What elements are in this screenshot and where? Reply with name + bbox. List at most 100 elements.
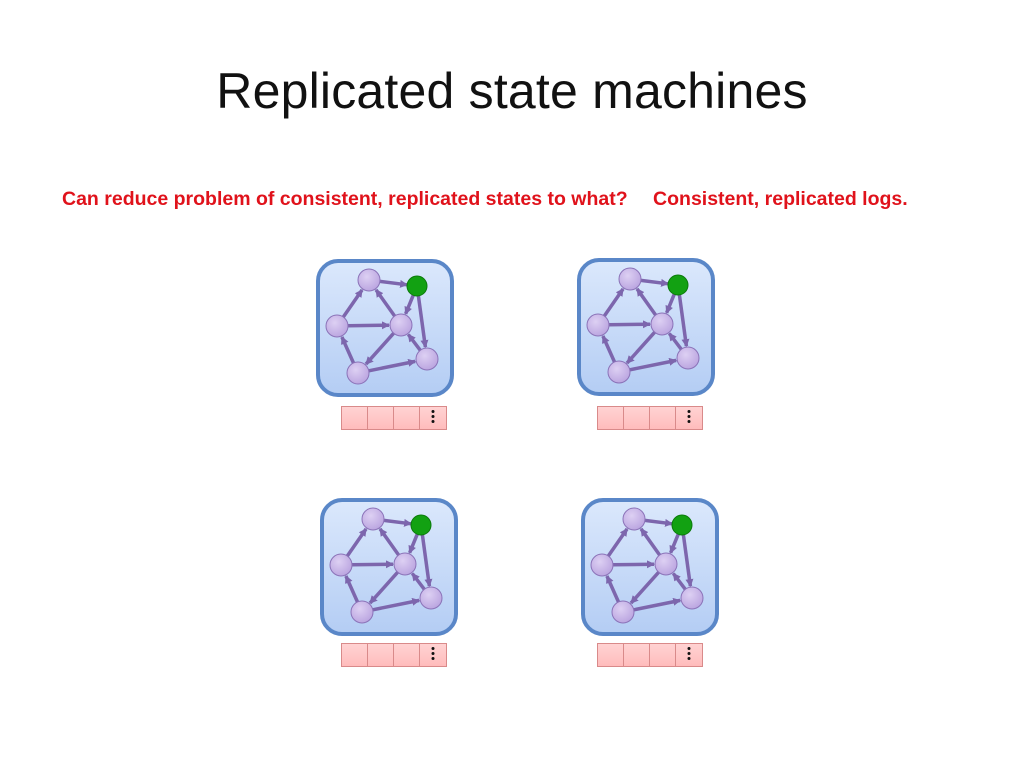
state-node xyxy=(618,267,642,291)
transition-arrow xyxy=(378,527,401,557)
state-node xyxy=(586,313,610,337)
transition-arrow xyxy=(668,533,680,554)
log-4 xyxy=(597,643,703,667)
state-machine-3 xyxy=(319,497,459,637)
current-state-node xyxy=(671,514,693,536)
log-entry xyxy=(598,407,624,429)
transition-arrow xyxy=(633,597,682,612)
log-entry xyxy=(368,644,394,666)
state-node xyxy=(389,313,413,337)
state-node xyxy=(419,586,443,610)
transition-arrow xyxy=(368,358,417,373)
log-entry xyxy=(342,407,368,429)
state-node xyxy=(415,347,439,371)
transition-arrow xyxy=(602,287,625,317)
state-node xyxy=(654,552,678,576)
transition-arrow xyxy=(639,527,662,557)
state-node xyxy=(622,507,646,531)
current-state-node xyxy=(410,514,432,536)
state-machine-2 xyxy=(576,257,716,397)
log-entry xyxy=(624,407,650,429)
transition-arrow xyxy=(383,518,413,527)
state-node xyxy=(611,600,635,624)
log-more xyxy=(420,644,446,666)
transition-arrow xyxy=(625,331,657,365)
current-state-node xyxy=(406,275,428,297)
transition-arrow xyxy=(605,575,621,603)
transition-arrow xyxy=(612,560,655,569)
transition-arrow xyxy=(351,560,394,569)
log-entry xyxy=(342,644,368,666)
slide-title: Replicated state machines xyxy=(216,63,808,119)
log-3 xyxy=(341,643,447,667)
transition-arrow xyxy=(416,295,429,349)
state-node xyxy=(676,346,700,370)
transition-arrow xyxy=(671,572,687,591)
log-entry xyxy=(394,407,420,429)
log-entry xyxy=(650,644,676,666)
transition-arrow xyxy=(601,335,617,363)
transition-arrow xyxy=(379,279,409,288)
transition-arrow xyxy=(420,534,433,588)
transition-arrow xyxy=(403,294,415,315)
state-node xyxy=(329,553,353,577)
state-graph-icon xyxy=(577,258,715,396)
log-entry xyxy=(598,644,624,666)
transition-arrow xyxy=(340,336,356,364)
log-more xyxy=(676,644,702,666)
transition-arrow xyxy=(606,527,629,557)
transition-arrow xyxy=(364,332,396,366)
state-machine-4 xyxy=(580,497,720,637)
state-node xyxy=(680,586,704,610)
log-entry xyxy=(624,644,650,666)
transition-arrow xyxy=(635,287,658,317)
log-1 xyxy=(341,406,447,430)
transition-arrow xyxy=(644,518,674,527)
state-graph-icon xyxy=(320,498,458,636)
state-node xyxy=(325,314,349,338)
transition-arrow xyxy=(608,320,651,329)
transition-arrow xyxy=(374,288,397,318)
transition-arrow xyxy=(407,533,419,554)
log-more xyxy=(420,407,446,429)
transition-arrow xyxy=(341,288,364,318)
state-node xyxy=(350,600,374,624)
log-2 xyxy=(597,406,703,430)
vertical-ellipsis-icon xyxy=(431,647,435,663)
state-node xyxy=(361,507,385,531)
transition-arrow xyxy=(629,357,678,372)
log-entry xyxy=(368,407,394,429)
vertical-ellipsis-icon xyxy=(687,647,691,663)
transition-arrow xyxy=(629,571,661,605)
transition-arrow xyxy=(640,278,670,287)
state-machine-1 xyxy=(315,258,455,398)
state-node xyxy=(590,553,614,577)
transition-arrow xyxy=(664,293,676,314)
vertical-ellipsis-icon xyxy=(431,410,435,426)
vertical-ellipsis-icon xyxy=(687,410,691,426)
transition-arrow xyxy=(677,294,690,348)
question-text: Can reduce problem of consistent, replic… xyxy=(62,188,628,210)
log-more xyxy=(676,407,702,429)
transition-arrow xyxy=(406,333,422,352)
transition-arrow xyxy=(372,597,421,612)
transition-arrow xyxy=(410,572,426,591)
state-graph-icon xyxy=(581,498,719,636)
state-graph-icon xyxy=(316,259,454,397)
transition-arrow xyxy=(667,332,683,351)
log-entry xyxy=(394,644,420,666)
transition-arrow xyxy=(345,527,368,557)
log-entry xyxy=(650,407,676,429)
state-node xyxy=(650,312,674,336)
state-node xyxy=(607,360,631,384)
transition-arrow xyxy=(681,534,694,588)
transition-arrow xyxy=(344,575,360,603)
state-node xyxy=(346,361,370,385)
transition-arrow xyxy=(368,571,400,605)
current-state-node xyxy=(667,274,689,296)
question-line: Can reduce problem of consistent, replic… xyxy=(62,188,908,211)
state-node xyxy=(357,268,381,292)
transition-arrow xyxy=(347,321,390,330)
state-node xyxy=(393,552,417,576)
answer-text: Consistent, replicated logs. xyxy=(653,188,908,210)
